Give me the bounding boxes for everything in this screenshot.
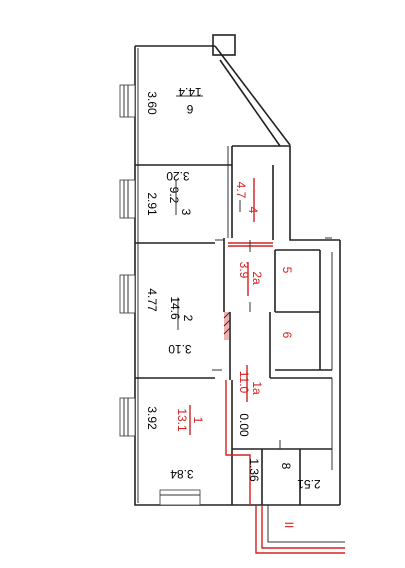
hatch-column (223, 311, 231, 340)
room-2-dimension-2: 3.10 (168, 342, 192, 356)
room-4-labels: 4 4.7 (234, 178, 260, 222)
room-6-number: 6 (186, 102, 193, 116)
windows (119, 84, 201, 506)
room-6-dimension: 3.60 (145, 91, 159, 115)
room-3-labels: 3 9.2 2.91 3.20 (145, 169, 193, 216)
room-1-area: 13.1 (175, 408, 189, 432)
room-4-area: 4.7 (234, 182, 248, 199)
shaft-box (212, 34, 236, 56)
room-3-dimension-2: 3.20 (166, 169, 190, 183)
room-1a-area: 11.0 (237, 371, 251, 394)
interior-walls (135, 146, 332, 505)
room-3-number: 3 (179, 209, 193, 216)
room-1-dimension: 3.92 (145, 406, 159, 430)
room-4-number: 4 (246, 207, 260, 214)
room-1-labels: 1 13.1 3.92 0.00 (145, 405, 251, 437)
room-1a-number: 1a (250, 381, 264, 395)
room-6-labels: 6 14.4 3.60 (145, 85, 203, 116)
room-6-area: 14.4 (178, 85, 202, 99)
room-6b-number: 6 (280, 332, 294, 339)
highlight-walls (225, 242, 345, 554)
room-2a-labels: 2a 3.9 (237, 262, 264, 296)
room-2a-area: 3.9 (237, 262, 251, 279)
wall-ticks (212, 200, 332, 449)
bottom-dimension: 3.84 (170, 467, 194, 481)
room-8-labels: 8 1.36 2.51 (247, 458, 321, 491)
room-2a-number: 2a (250, 271, 264, 285)
room-1-number: 1 (191, 417, 205, 424)
room-8-number: 8 (279, 463, 293, 470)
room-2-dimension: 4.77 (145, 288, 159, 312)
room-2-number: 2 (181, 315, 195, 322)
room-8-dimension-2: 2.51 (297, 477, 321, 491)
room-2-labels: 2 14.6 4.77 3.10 (145, 288, 195, 356)
mark-ii: II (282, 522, 296, 529)
room-2-area: 14.6 (168, 296, 182, 320)
room-5-number: 5 (280, 267, 294, 274)
room-3-dimension: 2.91 (145, 192, 159, 216)
room-3-area: 9.2 (167, 187, 181, 204)
room-8-dimension: 1.36 (247, 458, 261, 482)
room-1-dimension-2: 0.00 (237, 413, 251, 437)
room-1a-labels: 1a 11.0 (237, 365, 264, 402)
